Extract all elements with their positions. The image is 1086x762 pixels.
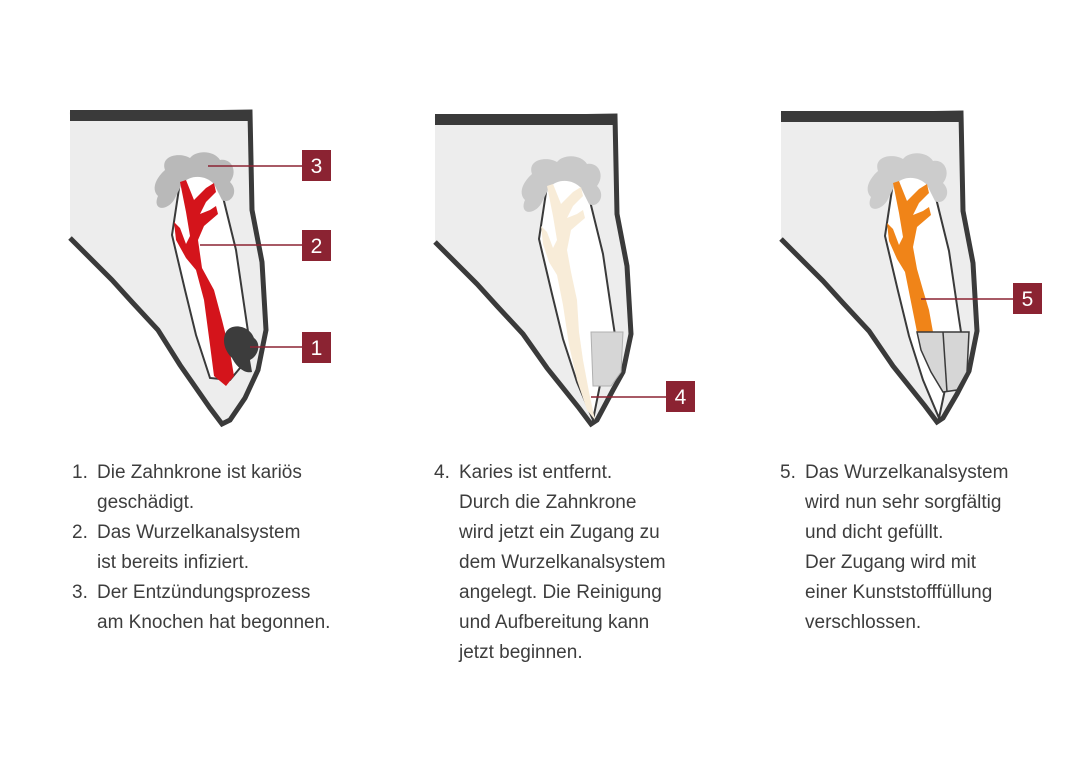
caption-step-1: 1. Die Zahnkrone ist kariös geschädigt. … <box>72 458 330 638</box>
caries <box>224 326 259 373</box>
svg-text:4: 4 <box>675 386 687 409</box>
infected-root-canal <box>174 180 234 386</box>
caption-item-2: 2. Das Wurzelkanalsystem ist bereits inf… <box>72 522 301 573</box>
inflammation-area <box>521 156 602 212</box>
cleaned-root-canal <box>541 184 595 420</box>
tooth-illustration-infected: 3 2 1 <box>68 109 331 428</box>
inflammation-area <box>867 153 948 209</box>
badge-1: 1 <box>302 332 331 363</box>
tooth-illustration-cleaned: 4 <box>433 113 695 428</box>
caption-step-4: 4. Karies ist entfernt. Durch die Zahnkr… <box>434 458 666 668</box>
caption-item-3: 3. Der Entzündungsprozess am Knochen hat… <box>72 582 331 633</box>
panel-step-5: 5 5. Das Wurzelkanalsystem wird nun sehr… <box>711 0 1051 762</box>
composite-filling <box>916 331 970 393</box>
svg-text:1: 1 <box>311 337 323 360</box>
access-cavity <box>590 331 624 387</box>
svg-text:3: 3 <box>311 155 323 178</box>
badge-5: 5 <box>1013 283 1042 314</box>
badge-3: 3 <box>302 150 331 181</box>
caption-step-5: 5. Das Wurzelkanalsystem wird nun sehr s… <box>780 458 1008 638</box>
svg-text:5: 5 <box>1022 288 1034 311</box>
caption-item-4: 4. Karies ist entfernt. Durch die Zahnkr… <box>434 462 666 663</box>
panel-step-1: 3 2 1 1. Die Zahnkrone ist kariös geschä… <box>0 0 340 762</box>
svg-text:2: 2 <box>311 235 323 258</box>
badge-2: 2 <box>302 230 331 261</box>
filled-root-canal <box>887 181 933 332</box>
caption-item-1: 1. Die Zahnkrone ist kariös geschädigt. <box>72 462 302 513</box>
caption-item-5: 5. Das Wurzelkanalsystem wird nun sehr s… <box>780 462 1009 633</box>
tooth-illustration-filled: 5 <box>779 110 1042 426</box>
panel-step-4: 4 4. Karies ist entfernt. Durch die Zahn… <box>365 0 705 762</box>
badge-4: 4 <box>666 381 695 412</box>
